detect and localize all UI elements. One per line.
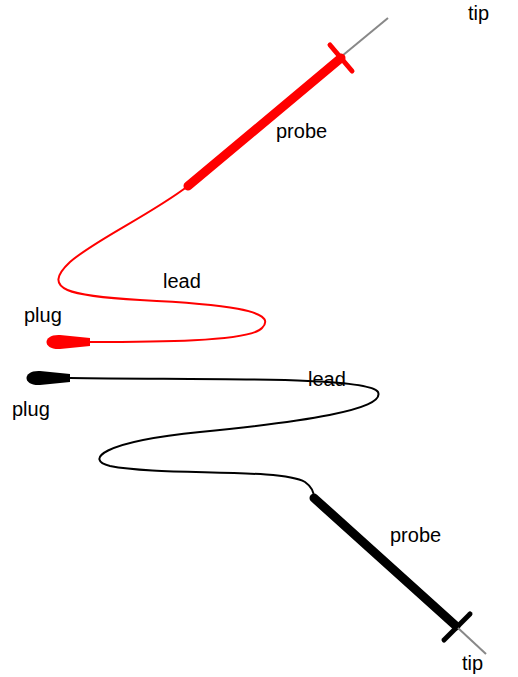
part-label: lead xyxy=(163,270,201,292)
part-label: plug xyxy=(12,398,50,420)
red-lead xyxy=(58,186,265,342)
black-tip xyxy=(458,628,486,654)
part-label: probe xyxy=(390,524,441,546)
black-probe xyxy=(314,498,456,626)
red-tip xyxy=(342,18,388,56)
black-lead xyxy=(70,378,379,498)
red-plug xyxy=(47,335,91,349)
red-probe xyxy=(188,58,341,186)
part-label: probe xyxy=(276,120,327,142)
part-label: tip xyxy=(462,652,483,674)
part-label: plug xyxy=(24,304,62,326)
part-label: lead xyxy=(308,368,346,390)
black-test-lead xyxy=(27,371,487,654)
part-label: tip xyxy=(468,2,489,24)
black-plug xyxy=(27,371,71,385)
red-test-lead xyxy=(47,18,389,349)
